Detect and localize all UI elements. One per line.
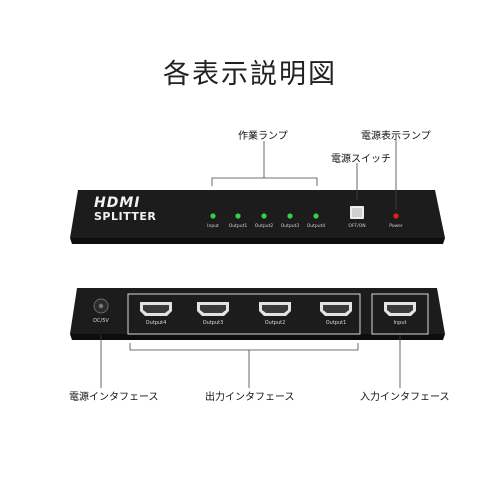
switch-label: OFF/ON (348, 224, 366, 229)
hdmi-port-output2 (259, 302, 291, 316)
callout-power-switch: 電源スイッチ (331, 154, 391, 165)
led-label-input: Input (207, 224, 219, 229)
led-output3 (287, 213, 293, 219)
power-switch-rocker (352, 208, 362, 217)
led-output1 (235, 213, 241, 219)
output-group-frame (127, 293, 361, 335)
rear-panel (70, 288, 445, 334)
hdmi-port-output4 (140, 302, 172, 316)
port-label-output1: Output1 (325, 320, 347, 326)
work-lamp-bracket (211, 177, 318, 186)
port-label-output3: Output3 (202, 320, 224, 326)
led-output2 (261, 213, 267, 219)
led-input (210, 213, 216, 219)
power-led-label: Power (389, 224, 403, 229)
callout-output-interface: 出力インタフェース (205, 392, 295, 403)
dc-label: DC/5V (93, 318, 109, 324)
output-interface-bracket (129, 343, 359, 351)
front-panel-bevel (70, 238, 445, 244)
hdmi-port-output3 (197, 302, 229, 316)
page-title: 各表示説明図 (163, 59, 337, 90)
port-label-output4: Output4 (145, 320, 167, 326)
port-label-output2: Output2 (264, 320, 286, 326)
logo-splitter: SPLITTER (94, 210, 157, 223)
led-output4 (313, 213, 319, 219)
device-logo: HDMI SPLITTER (94, 196, 184, 223)
led-label-output2: Output2 (254, 224, 274, 229)
input-group-frame (371, 293, 429, 335)
hdmi-port-input (384, 302, 416, 316)
hdmi-port-output1 (320, 302, 352, 316)
callout-power-interface: 電源インタフェース (69, 392, 159, 403)
callout-power-indicator: 電源表示ランプ (361, 131, 431, 142)
led-power (393, 213, 399, 219)
logo-hdmi: HDMI (94, 195, 141, 211)
led-label-output4: Output4 (306, 224, 326, 229)
led-label-output3: Output3 (280, 224, 300, 229)
led-label-output1: Output1 (228, 224, 248, 229)
dc-jack-core (98, 303, 104, 309)
front-panel (70, 190, 445, 238)
callout-work-lamp: 作業ランプ (238, 131, 288, 142)
callout-input-interface: 入力インタフェース (360, 392, 450, 403)
rear-panel-bevel (70, 334, 445, 340)
port-label-input: Input (393, 320, 407, 326)
